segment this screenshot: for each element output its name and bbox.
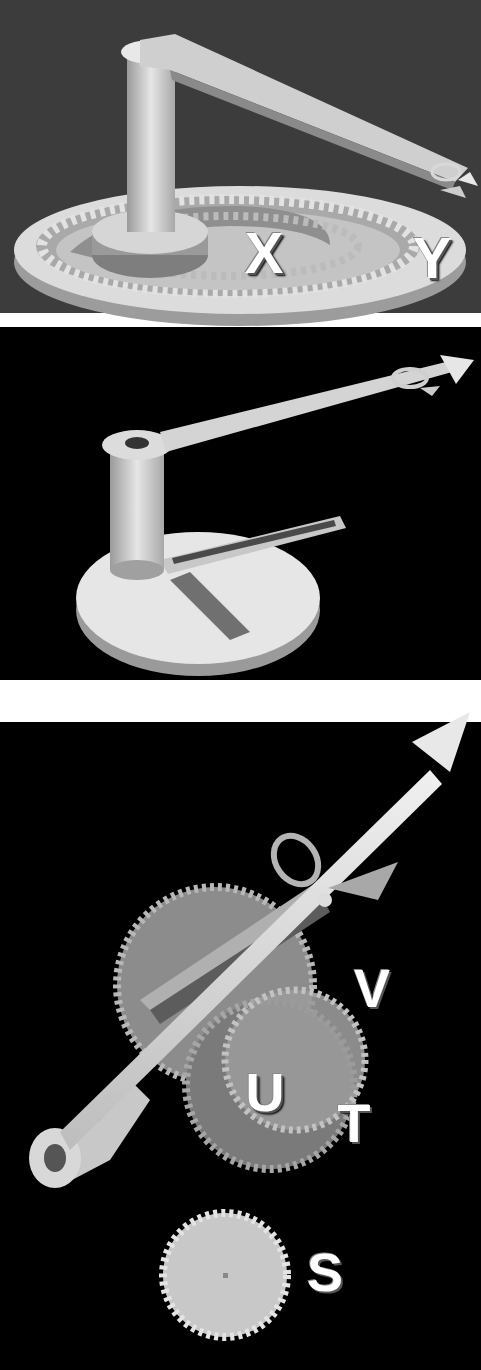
part-letter: X bbox=[245, 224, 284, 282]
panel-pin-slot bbox=[0, 327, 481, 680]
part-letter: U bbox=[246, 1065, 285, 1119]
panel-ring-gear bbox=[0, 0, 481, 326]
part-letter: S bbox=[307, 1245, 343, 1299]
part-letter: T bbox=[338, 1096, 371, 1150]
panel-gear-train bbox=[0, 712, 481, 1370]
part-letter: Y bbox=[413, 229, 452, 287]
part-letter: V bbox=[354, 961, 390, 1015]
